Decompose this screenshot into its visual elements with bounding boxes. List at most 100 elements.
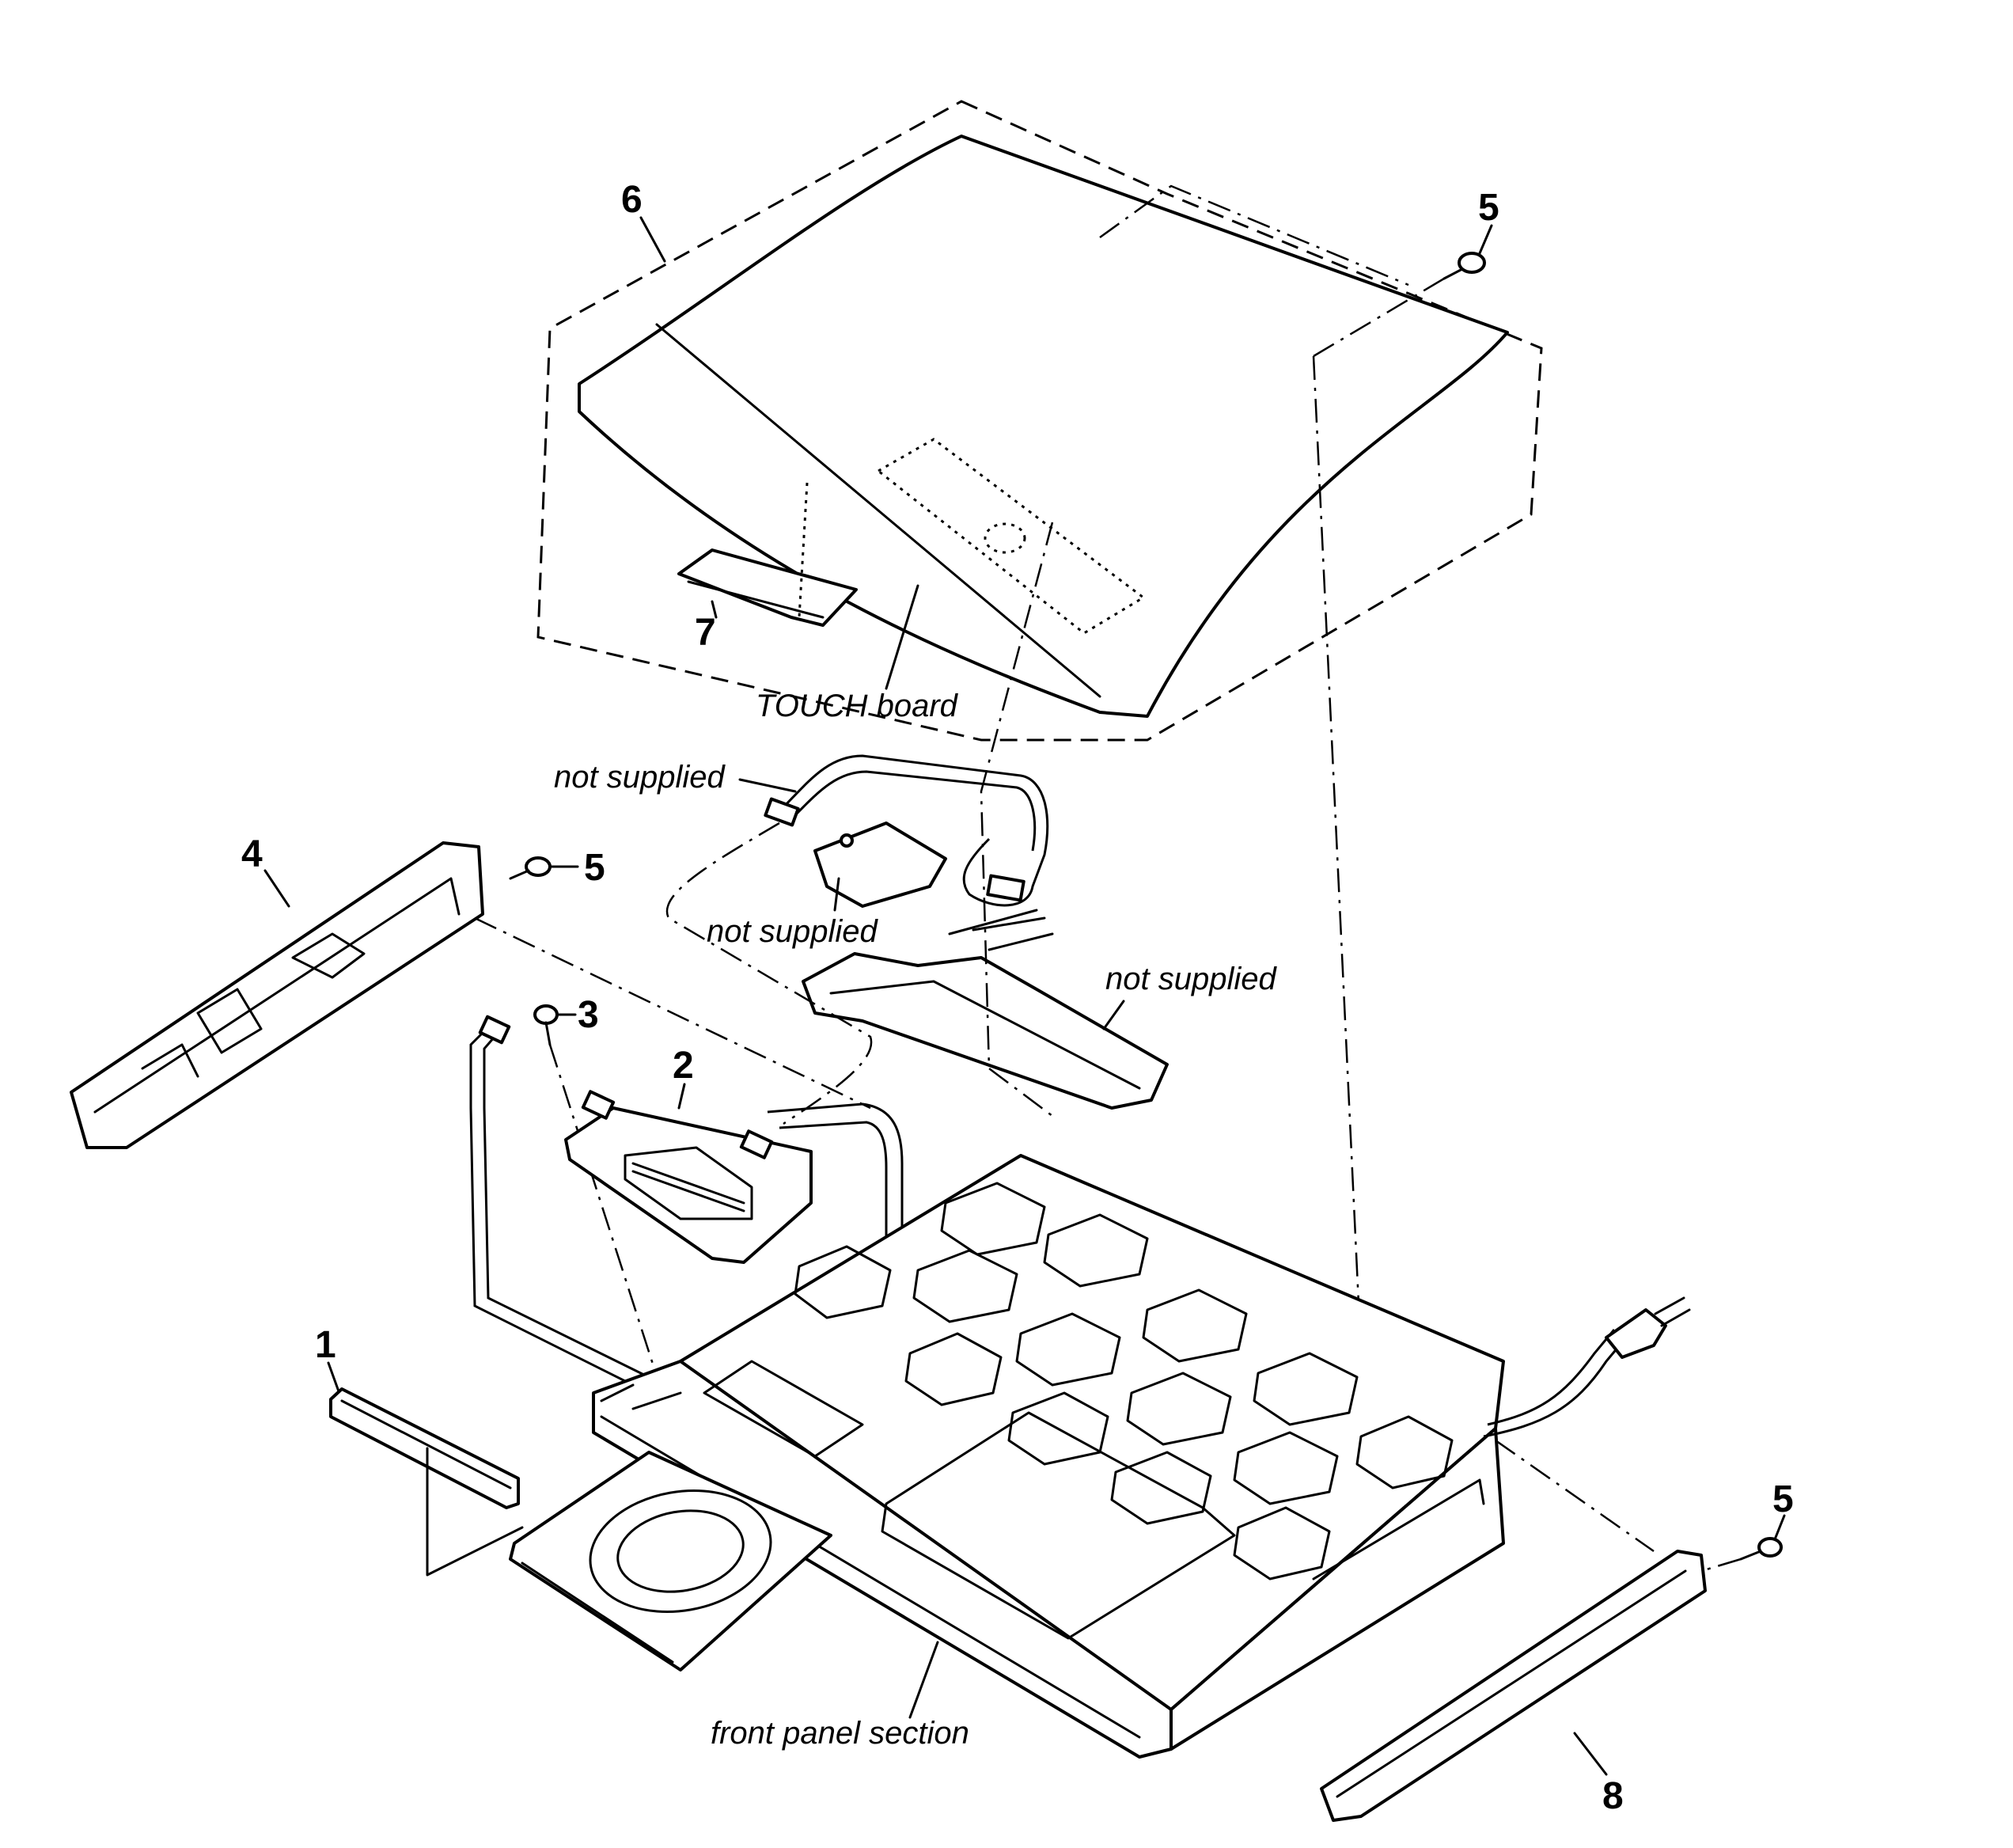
not-supplied-board-label: not supplied [1105,962,1277,996]
screw-3-axis [548,1044,666,1402]
callout-2: 2 [673,1045,694,1087]
power-plug-prong-b [1660,1308,1691,1327]
hex-vent [904,1332,1003,1406]
top-cover-assembly-boundary [536,100,1543,742]
power-cord [1483,1296,1691,1438]
left-panel-rib-b [196,988,263,1054]
top-cover-fold-line [655,323,1101,698]
hex-vent [794,1245,892,1319]
not-supplied-parts: not supplied not supplied not supplied [554,522,1277,1125]
part-2-circuit-board [564,1106,813,1264]
touch-board-connector [984,522,1026,554]
left-panel-axis [474,916,871,1110]
screw-5-right-group: 5 [1700,1478,1794,1573]
hex-vent [1007,1391,1109,1466]
left-panel-rib-c [141,1043,199,1078]
hex-vent [1110,1451,1212,1525]
touch-board-leader [885,584,919,690]
lower-left-cable [469,1031,650,1395]
hex-vent [1015,1312,1121,1387]
board-to-chassis-axis [980,522,1054,1117]
chassis-slot [703,1360,864,1458]
left-panel-inner-edge [93,877,461,1114]
callout-5-right-leader [1773,1514,1786,1541]
part-1-axis [426,1447,524,1577]
part-2-ribs [631,1162,745,1212]
part-7-plate-edge [687,580,825,619]
small-bracket-screw [840,833,854,848]
part-2-tab-b [739,1129,774,1159]
disc-tray-front-lip [521,1562,674,1664]
upper-cable-connector-b [986,874,1025,902]
part-2-connector [624,1146,753,1220]
main-chassis [592,1154,1505,1759]
callout-5-top: 5 [1478,187,1499,229]
not-supplied-bracket-label: not supplied [707,914,878,949]
board-ribs [948,909,1054,951]
not-supplied-bracket-leader [833,877,840,912]
screw-5-top-group: 5 [1312,187,1499,1354]
hex-vent [1253,1352,1359,1426]
screw-5-top-axis [1313,277,1445,358]
callout-1: 1 [315,1324,336,1366]
chassis-right-face [1170,1427,1505,1751]
part-8-right-panel: 8 [1320,1439,1707,1822]
chassis-hex-vents [794,1182,1454,1580]
screw-5-right-axis [1700,1558,1742,1573]
power-cord-wire-inner [1487,1329,1616,1426]
lower-left-cable-inner [483,1036,658,1383]
lower-cable-connector [478,1015,511,1045]
screw-5-top [1442,252,1486,280]
callout-6-leader [639,216,666,263]
front-panel-section-label: front panel section [711,1716,969,1751]
hex-vent [1142,1288,1248,1363]
right-panel-axis [1495,1439,1655,1553]
touch-board-label: TOUCH board [756,689,959,723]
hex-vent [912,1249,1018,1323]
front-display-board [802,952,1169,1110]
hex-vent [940,1182,1046,1256]
chassis-right-detail [1312,1478,1485,1580]
power-plug [1605,1308,1667,1359]
part-2-board: 2 [564,1045,813,1264]
part-1-strip [329,1387,520,1509]
cable-route-line [665,822,873,1125]
disc-tray [509,1451,832,1672]
small-bracket [813,822,947,908]
cover-alignment-line [1099,184,1409,286]
not-supplied-board-leader [1102,1000,1125,1030]
hex-vent [1126,1372,1232,1446]
callout-4: 4 [241,833,263,875]
cover-to-chassis-axis [1312,355,1363,1354]
left-side-panel [70,841,484,1149]
hex-vent [1043,1213,1149,1288]
upper-cable-connector-a [764,797,800,827]
upper-flat-cable-inner [790,770,1037,852]
chassis-vent-panel [881,1411,1236,1640]
top-cover [578,135,1509,718]
part-2-tab-a [581,1090,616,1120]
right-panel-inner-edge [1336,1569,1687,1798]
screw-3 [533,1004,559,1046]
not-supplied-cable-leader [738,778,797,793]
callout-4-leader [263,869,290,908]
power-plug-prong-a [1654,1296,1685,1315]
part-4-left-panel: 4 [70,833,484,1149]
board-inner-line [829,980,1141,1090]
hex-vent [1233,1431,1339,1505]
disc-tray-well-inner [616,1509,745,1593]
top-cover-assembly: 6 7 TOUCH board [536,100,1543,742]
power-cord-wire [1483,1337,1628,1438]
callout-5-right: 5 [1772,1478,1794,1520]
part-7-leader [711,600,718,619]
chassis-top-plate [679,1154,1505,1711]
callout-5-top-leader [1478,224,1493,255]
hex-vent [1355,1415,1454,1489]
front-panel-section-leader [908,1641,939,1719]
part-7-plate [677,548,858,627]
hex-vent [1233,1506,1331,1580]
lower-center-cable [767,1102,904,1417]
not-supplied-cable-label: not supplied [554,760,726,795]
callout-7: 7 [695,612,716,654]
